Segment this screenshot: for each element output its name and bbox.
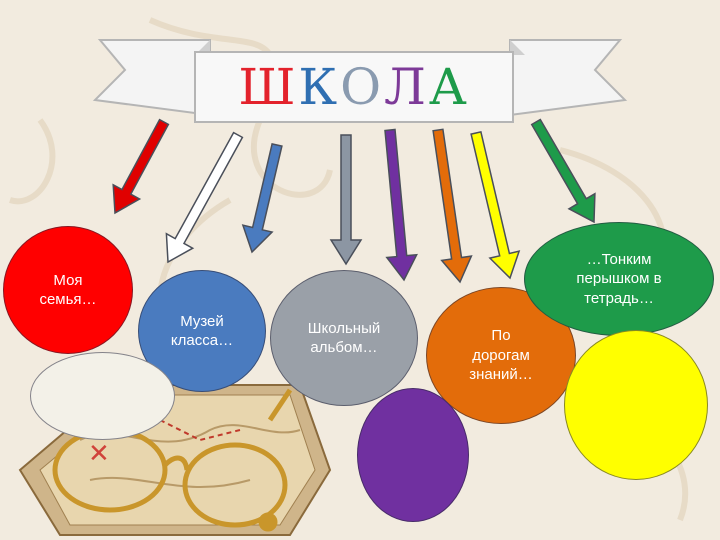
bubble-shkolny-albom: Школьный альбом… <box>270 270 418 406</box>
arrow-orange <box>432 128 473 284</box>
bubble-label: …Тонким перышком в тетрадь… <box>576 250 662 307</box>
arrow-yellow <box>470 131 521 280</box>
title-letter: О <box>340 58 385 116</box>
arrow-gray <box>329 134 363 266</box>
bubble-label: Моя семья… <box>39 271 97 309</box>
bubble-tonkim-perishkom: …Тонким перышком в тетрадь… <box>524 222 714 336</box>
arrow-purple <box>384 128 418 282</box>
bubble-label: По дорогам знаний… <box>469 327 533 384</box>
bubble-moya-semya: Моя семья… <box>3 226 133 354</box>
svg-text:✕: ✕ <box>88 438 110 468</box>
title-letter: Ш <box>238 58 299 116</box>
bubble-label: Школьный альбом… <box>307 319 381 357</box>
glasses-illustration <box>52 388 293 532</box>
bubble-label: Музей класса… <box>170 312 234 350</box>
arrow-green <box>530 118 596 224</box>
bubble-empty-purple <box>357 388 469 522</box>
bubble-empty-white <box>30 352 175 440</box>
arrow-blue <box>241 143 283 254</box>
arrow-white <box>165 131 244 264</box>
title-letter: К <box>298 58 341 116</box>
title-letter: Л <box>384 58 429 116</box>
banner-ribbon <box>92 39 628 123</box>
bubble-empty-yellow <box>564 330 708 480</box>
arrow-red <box>112 118 170 215</box>
title-letter: А <box>428 58 470 116</box>
